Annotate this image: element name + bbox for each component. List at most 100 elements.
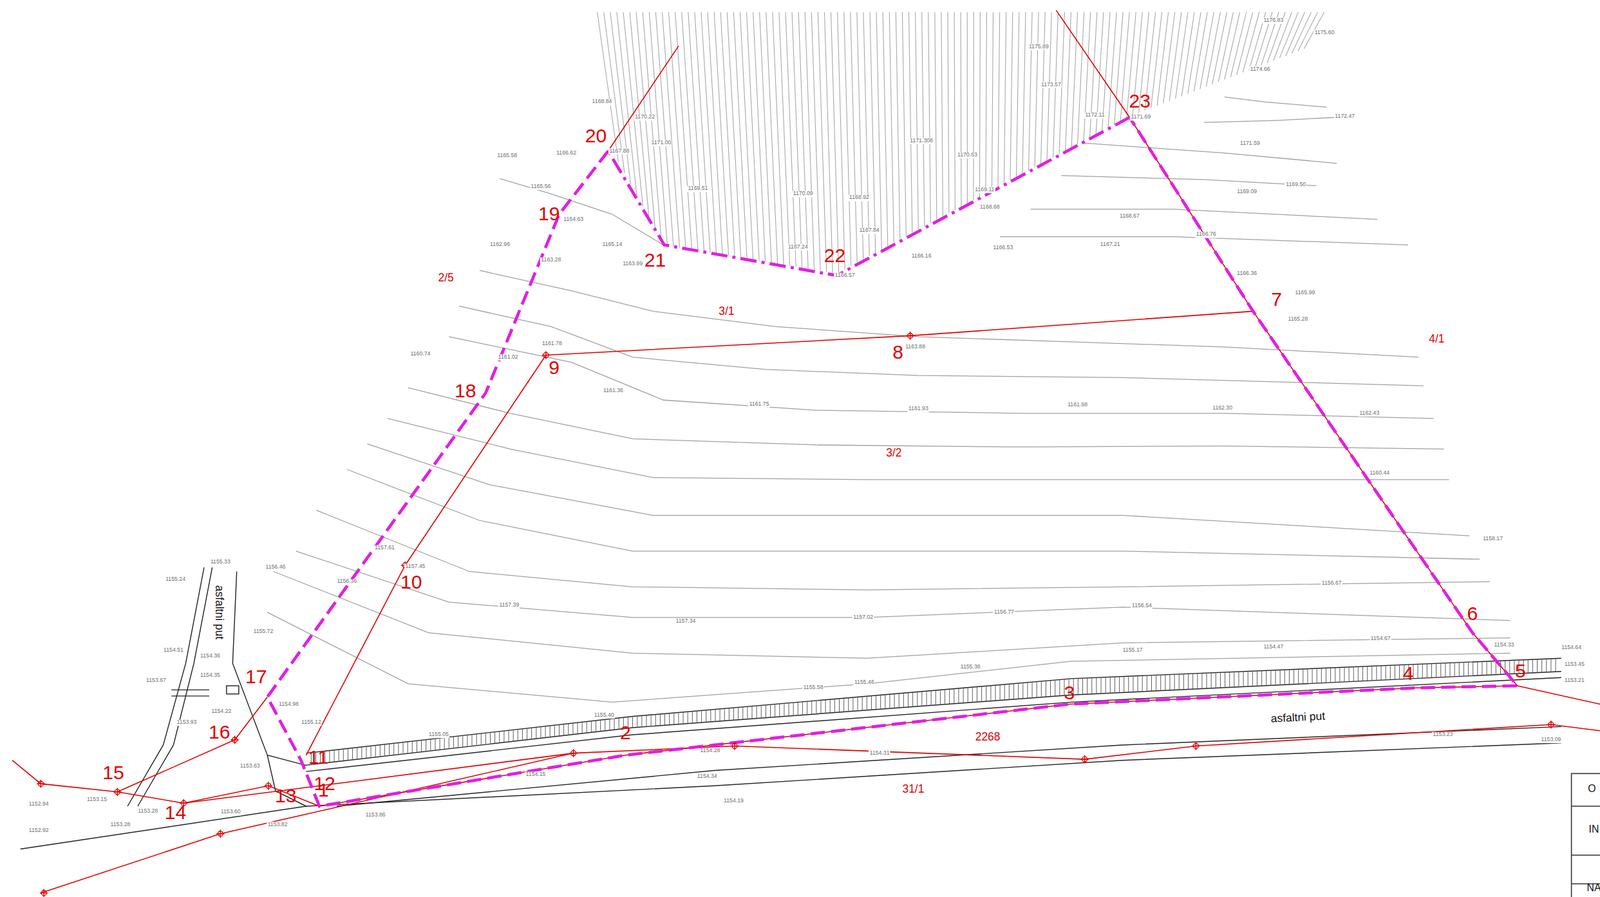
tick-line <box>1155 674 1157 691</box>
hatch-line <box>766 12 778 264</box>
hatch-line <box>1003 12 1006 184</box>
tick-line <box>1041 681 1042 698</box>
elevation-label: 1156.36 <box>336 578 358 585</box>
tick-line <box>352 747 353 760</box>
tick-line <box>1233 671 1235 688</box>
elevation-label: 1161.98 <box>1066 402 1089 409</box>
tick-line <box>365 746 367 758</box>
elevation-label: 1170.63 <box>956 152 979 159</box>
tick-line <box>508 730 510 742</box>
hatch-line <box>785 12 796 267</box>
point-number: 5 <box>1513 660 1527 680</box>
tick-line <box>1004 684 1006 700</box>
elevation-label: 1154.31 <box>868 750 891 756</box>
tick-line <box>1527 659 1529 673</box>
road-edge <box>305 658 1561 753</box>
tick-line <box>641 715 642 727</box>
tick-line <box>774 704 776 718</box>
tick-line <box>1022 682 1024 698</box>
elevation-label: 1153.45 <box>1563 661 1586 668</box>
hatch-line <box>1285 12 1305 57</box>
elevation-label: 1169.51 <box>687 186 709 192</box>
tick-line <box>444 737 445 749</box>
tick-line <box>494 732 496 744</box>
tick-line <box>1316 668 1318 684</box>
elevation-label: 1172.47 <box>1334 113 1356 120</box>
tick-line <box>1196 673 1198 689</box>
tick-line <box>1032 681 1033 698</box>
hatch-line <box>909 12 913 234</box>
hatch-line <box>772 12 784 265</box>
road-symbol <box>226 685 239 695</box>
tick-line <box>847 697 849 712</box>
elevation-label: 1168.67 <box>1118 213 1141 220</box>
hatch-line <box>1010 12 1013 181</box>
elevation-label: 1166.76 <box>1195 231 1217 238</box>
tick-line <box>430 739 431 751</box>
tick-line <box>916 691 918 707</box>
tick-line <box>866 696 868 711</box>
tick-line <box>1270 670 1271 686</box>
elevation-label: 1166.53 <box>992 245 1015 252</box>
tick-line <box>770 704 771 718</box>
tick-line <box>421 739 422 752</box>
tick-line <box>1280 669 1281 685</box>
hatch-line <box>972 12 974 201</box>
tick-line <box>522 728 523 741</box>
road-label: asfaltni put <box>213 583 225 640</box>
tick-line <box>1146 675 1148 692</box>
tick-line <box>453 736 454 749</box>
elevation-label: 1154.36 <box>198 653 221 660</box>
tick-line <box>397 742 399 754</box>
parcel-number: 2268 <box>974 731 1002 743</box>
elevation-label: 1156.54 <box>1130 603 1153 610</box>
tick-line <box>334 750 335 763</box>
tick-line <box>1422 663 1423 678</box>
slope-hatch <box>597 12 1325 273</box>
elevation-label: 1153.28 <box>109 821 132 828</box>
boundary <box>267 117 1517 807</box>
tick-line <box>540 726 541 739</box>
hatch-line <box>876 12 882 250</box>
contour <box>316 509 1490 590</box>
hatch-line <box>954 12 955 210</box>
tick-line <box>884 694 886 709</box>
hatch-line <box>759 12 772 263</box>
hatch-line <box>1071 12 1078 148</box>
tick-line <box>1381 665 1382 680</box>
tick-line <box>834 699 836 713</box>
tick-line <box>1431 663 1432 678</box>
hatch-line <box>733 12 747 259</box>
tick-line <box>1077 677 1079 695</box>
tick-line <box>1238 671 1239 688</box>
tick-line <box>375 744 377 757</box>
tick-line <box>1417 663 1419 678</box>
tick-line <box>1164 674 1166 691</box>
survey-mark <box>267 781 269 791</box>
tick-line <box>572 723 574 735</box>
hatch-line <box>915 12 919 230</box>
point-number: 11 <box>307 747 330 767</box>
tick-line <box>1339 667 1340 683</box>
tick-line <box>356 747 358 760</box>
tick-line <box>1132 676 1134 693</box>
elevation-label: 1165.99 <box>1294 289 1317 296</box>
hatch-line <box>967 12 968 204</box>
tick-line <box>1215 672 1217 689</box>
elevation-label: 1155.24 <box>164 576 187 583</box>
elevation-label: 1166.36 <box>1236 270 1259 277</box>
elevation-label: 1152.92 <box>27 828 50 834</box>
hatch-line <box>681 12 698 251</box>
tick-line <box>1390 665 1391 680</box>
elevation-label: 1157.34 <box>674 618 697 625</box>
tick-line <box>471 734 472 747</box>
tick-line <box>1284 669 1286 685</box>
tick-line <box>1086 677 1088 695</box>
tick-line <box>604 719 606 731</box>
tick-line <box>412 741 413 753</box>
elevation-label: 1158.17 <box>1482 535 1505 542</box>
tick-line <box>1375 665 1377 680</box>
elevation-label: 1162.43 <box>1358 410 1381 416</box>
embankment-ticks <box>310 658 1556 765</box>
tick-line <box>476 734 478 746</box>
